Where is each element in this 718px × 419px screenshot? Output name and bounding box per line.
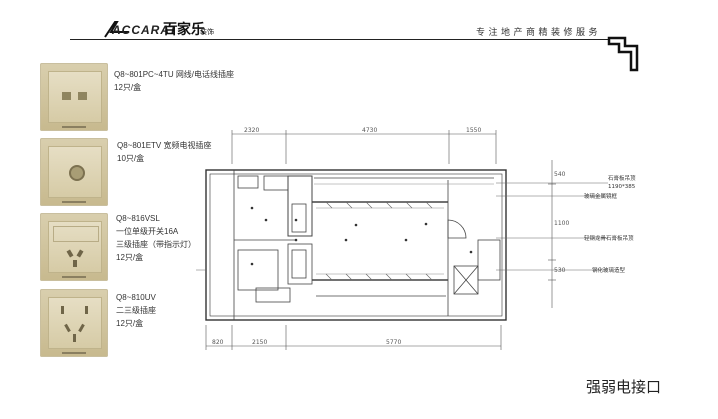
plug-slot-icon (61, 306, 64, 314)
logo-icon (104, 21, 129, 38)
plug-slot-icon (66, 249, 74, 258)
dim-top-3: 1550 (466, 127, 481, 134)
product-spec-tv: Q8~801ETV 宽频电视插座 10只/盒 (117, 141, 212, 163)
logo-chinese: 百家乐 (163, 22, 205, 38)
label-note-dim: 1190*385 (608, 184, 636, 190)
plug-slot-icon (73, 260, 77, 267)
product-spec-network: Q8~801PC~4TU 网线/电话线插座 12只/盒 (114, 70, 235, 92)
header-divider (70, 39, 608, 40)
switch-rocker-icon (53, 226, 99, 242)
label-gypsum-ceiling: 石膏板吊顶 (608, 174, 636, 182)
socket-photo-outlet (40, 289, 108, 357)
dim-bottom-1: 820 (212, 339, 224, 346)
dim-bottom-2: 2150 (252, 339, 267, 346)
dim-top-2: 4730 (362, 127, 377, 134)
product-spec-switch: Q8~816VSL 一位单级开关16A 三级插座（带指示灯） 12只/盒 (116, 214, 196, 262)
plug-slot-icon (64, 323, 71, 333)
dim-right-1: 540 (554, 171, 566, 178)
ceiling-plan-drawing: 2320 4730 1550 820 2150 5770 540 1100 53… (196, 127, 636, 350)
plug-slot-icon (73, 334, 76, 342)
coax-port-icon (69, 165, 85, 181)
socket-photo-network (40, 63, 108, 131)
dim-bottom-3: 5770 (386, 339, 401, 346)
page-title: 强弱电接口 (586, 378, 662, 396)
socket-photo-switch (40, 213, 108, 281)
logo-text: ACCARAT (112, 23, 178, 37)
phone-port-icon (78, 92, 87, 100)
label-glass-mirror: 玻璃金属镜框 (584, 192, 618, 200)
corner-ornament-icon (607, 36, 639, 72)
product-spec-outlet: Q8~810UV 二三级插座 12只/盒 (116, 293, 156, 328)
label-steel-keel: 轻钢龙骨石膏板吊顶 (584, 234, 634, 242)
dim-right-3: 530 (554, 267, 566, 274)
plug-slot-icon (78, 323, 85, 333)
label-tempered-glass: 钢化玻璃造型 (592, 266, 626, 274)
tagline: 专注地产商精装修服务 (476, 28, 602, 38)
plug-slot-icon (85, 306, 88, 314)
logo-subtitle: 装饰 (200, 29, 214, 36)
dim-right-2: 1100 (554, 220, 569, 227)
socket-photo-tv (40, 138, 108, 206)
network-port-icon (62, 92, 71, 100)
dim-top-1: 2320 (244, 127, 259, 134)
plug-slot-icon (76, 249, 84, 258)
